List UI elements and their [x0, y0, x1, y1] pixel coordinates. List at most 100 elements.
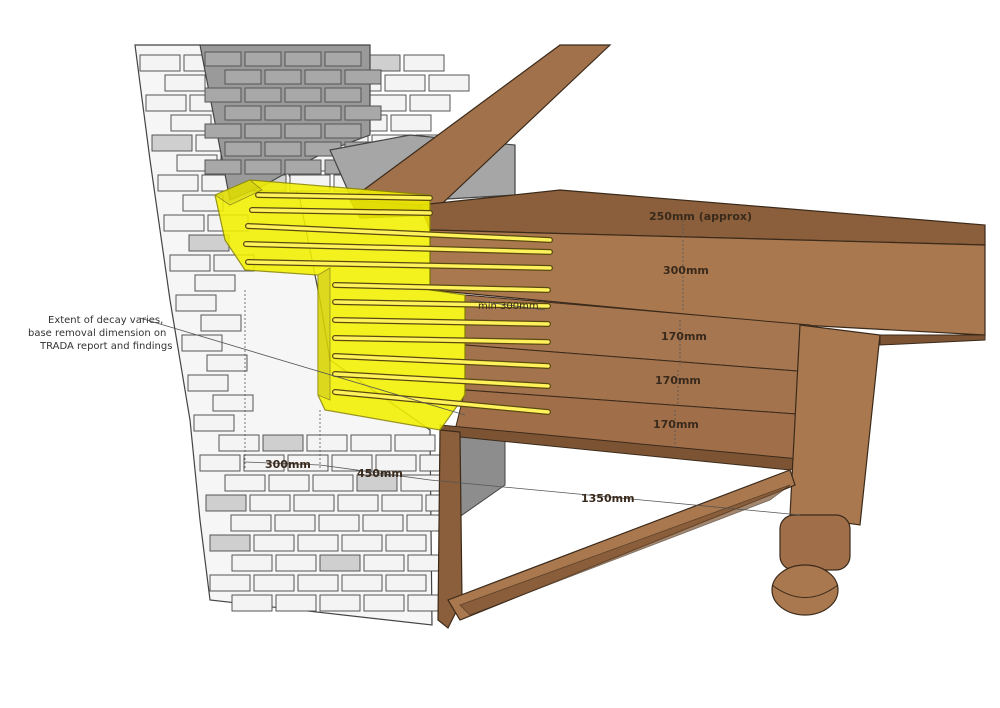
brick-shaded — [324, 123, 362, 139]
brick — [231, 594, 273, 612]
brace-frame — [437, 429, 796, 629]
resin-rod — [333, 390, 550, 414]
brick — [205, 494, 247, 512]
brick — [231, 554, 273, 572]
resin-rod — [333, 372, 550, 388]
brick-shaded — [204, 123, 242, 139]
brick — [375, 454, 417, 472]
brick — [230, 514, 272, 532]
brick — [394, 434, 436, 452]
brick — [312, 474, 354, 492]
brick — [341, 574, 383, 592]
brick — [268, 474, 310, 492]
resin-rod — [244, 242, 552, 254]
resin-rod — [333, 283, 550, 292]
dim-lamination-1: 170mm — [661, 330, 707, 343]
brick — [187, 374, 229, 392]
dimension-labels: 250mm (approx) 300mm min 300mm 170mm 170… — [265, 210, 752, 505]
note-line-3: TRADA report and findings — [39, 341, 172, 352]
brick-shaded — [264, 69, 302, 85]
brick-shaded — [344, 105, 382, 121]
resin-rod — [250, 208, 432, 215]
dim-lamination-2: 170mm — [655, 374, 701, 387]
brick — [341, 534, 383, 552]
dim-beam-top: 250mm (approx) — [649, 210, 752, 223]
brick-shaded — [244, 123, 282, 139]
brick — [275, 554, 317, 572]
annotation-note: Extent of decay varies, base removal dim… — [28, 315, 172, 352]
brick-shaded — [244, 51, 282, 67]
brick — [337, 494, 379, 512]
dim-wall-a: 300mm — [265, 458, 311, 471]
resin-rod — [246, 224, 552, 242]
brick — [275, 594, 317, 612]
brick-shaded — [204, 159, 242, 175]
brick — [385, 534, 427, 552]
brick-shaded — [264, 105, 302, 121]
brick — [381, 494, 423, 512]
resin-rods — [243, 192, 553, 415]
brick — [350, 434, 392, 452]
brick — [209, 574, 251, 592]
brick-shaded — [224, 141, 262, 157]
brick — [145, 94, 187, 112]
brick — [199, 454, 241, 472]
brick — [249, 494, 291, 512]
resin-rod — [246, 260, 552, 270]
brick — [385, 574, 427, 592]
brick — [224, 474, 266, 492]
brick-shaded — [304, 105, 342, 121]
brick-shaded — [284, 87, 322, 103]
brick — [384, 74, 426, 92]
brick-shaded — [264, 141, 302, 157]
brick-shaded — [224, 69, 262, 85]
brick — [297, 574, 339, 592]
brick — [363, 594, 405, 612]
brick — [193, 414, 235, 432]
brick — [139, 54, 181, 72]
brick — [400, 474, 442, 492]
brick — [319, 554, 361, 572]
brick — [306, 434, 348, 452]
brick — [262, 434, 304, 452]
brick — [206, 354, 248, 372]
brick — [331, 454, 373, 472]
brick-shaded — [204, 87, 242, 103]
brick — [163, 214, 205, 232]
brick — [403, 54, 445, 72]
brick — [253, 574, 295, 592]
resin-rod — [256, 193, 432, 200]
brick — [157, 174, 199, 192]
brick — [200, 314, 242, 332]
dim-lamination-3: 170mm — [653, 418, 699, 431]
dimension-lines — [139, 220, 801, 516]
brick-shaded — [244, 159, 282, 175]
brick — [363, 554, 405, 572]
brick-shaded — [284, 123, 322, 139]
brick-shaded — [284, 159, 322, 175]
brick — [274, 514, 316, 532]
note-line-1: Extent of decay varies, — [48, 315, 163, 326]
brick — [287, 454, 329, 472]
brick-shaded — [344, 69, 382, 85]
brick — [188, 234, 230, 252]
brick — [151, 134, 193, 152]
brick-shaded — [324, 87, 362, 103]
brick — [194, 274, 236, 292]
brick-shaded — [224, 105, 262, 121]
brick-shaded — [284, 51, 322, 67]
brick-shaded — [244, 87, 282, 103]
brick — [181, 334, 223, 352]
brick — [218, 434, 260, 452]
timber-post — [771, 324, 986, 616]
brick — [209, 534, 251, 552]
dim-beam-depth: 300mm — [663, 264, 709, 277]
brick-shaded — [204, 51, 242, 67]
brick — [253, 534, 295, 552]
brick — [169, 254, 211, 272]
brick — [390, 114, 432, 132]
brick — [170, 114, 212, 132]
brick — [293, 494, 335, 512]
brick — [164, 74, 206, 92]
